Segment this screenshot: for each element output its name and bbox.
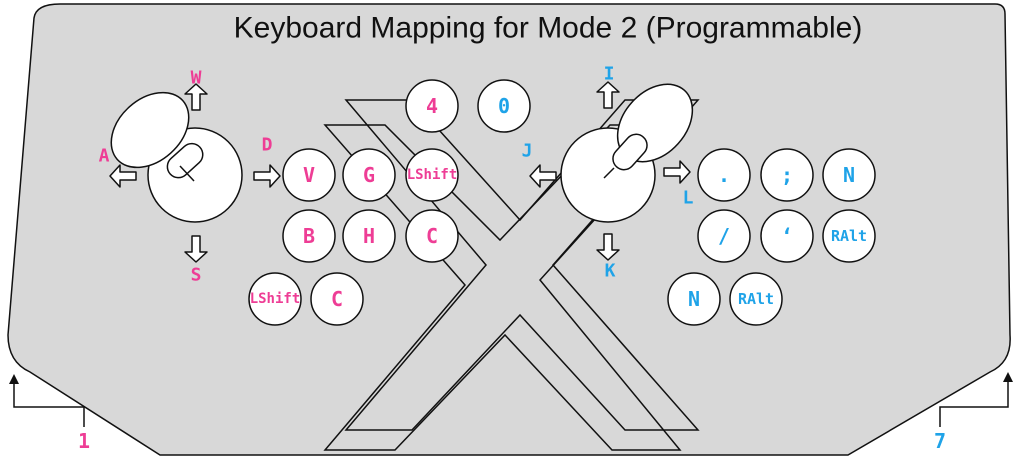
svg-text:C: C: [331, 287, 343, 311]
p2-left-arrow-icon: [529, 164, 557, 188]
p1-right-label: D: [262, 135, 273, 156]
svg-text:V: V: [303, 163, 315, 187]
svg-text:H: H: [363, 224, 375, 248]
svg-text:‘: ‘: [781, 224, 793, 248]
p2-left-label: J: [522, 141, 533, 162]
svg-text:0: 0: [498, 94, 510, 118]
player1-joystick[interactable]: [97, 78, 243, 223]
x-logo-decoration: [323, 99, 700, 451]
p1-down-arrow-icon: [184, 235, 208, 263]
p1-button-lshift-top[interactable]: LShift: [405, 148, 459, 202]
svg-text:G: G: [363, 163, 375, 187]
p1-button-v[interactable]: V: [282, 148, 336, 202]
p1-left-arrow-icon: [109, 164, 137, 188]
diagram-title: Keyboard Mapping for Mode 2 (Programmabl…: [234, 12, 863, 45]
svg-text:N: N: [688, 287, 700, 311]
player1-buttons: 4 V G LShift B H C LShift: [248, 79, 459, 326]
p2-button-quote[interactable]: ‘: [760, 209, 814, 263]
player1-callout-arrowhead: [9, 374, 19, 384]
svg-text:B: B: [303, 224, 315, 248]
svg-text:.: .: [718, 163, 730, 187]
svg-text:/: /: [718, 224, 730, 248]
svg-text:RAlt: RAlt: [831, 227, 867, 245]
p2-button-ralt-bottom[interactable]: RAlt: [729, 272, 783, 326]
svg-text:C: C: [426, 224, 438, 248]
player2-callout: 7: [934, 372, 1013, 453]
p2-up-label: I: [604, 64, 615, 85]
p1-down-label: S: [191, 265, 202, 286]
p2-down-label: K: [605, 261, 616, 282]
p1-up-arrow-icon: [184, 83, 208, 111]
svg-text:LShift: LShift: [250, 291, 301, 307]
p1-button-h[interactable]: H: [342, 209, 396, 263]
player2-callout-line: [939, 382, 1009, 427]
p1-left-label: A: [99, 146, 110, 167]
p2-button-period[interactable]: .: [697, 148, 751, 202]
p2-button-ralt-top[interactable]: RAlt: [822, 209, 876, 263]
player1-callout: 1: [9, 374, 90, 453]
player1-callout-line: [13, 384, 85, 427]
p1-button-c-top[interactable]: C: [405, 209, 459, 263]
svg-text:RAlt: RAlt: [738, 290, 774, 308]
player1-number: 1: [78, 429, 90, 453]
p1-right-arrow-icon: [253, 164, 281, 188]
p1-button-lshift-bottom[interactable]: LShift: [248, 272, 302, 326]
p2-button-n-bottom[interactable]: N: [667, 272, 721, 326]
direction-arrows: [109, 81, 691, 263]
p2-extra-button[interactable]: 0: [477, 79, 531, 133]
player2-callout-arrowhead: [1003, 372, 1013, 382]
player2-buttons: 0 . ; N / ‘ RAlt N: [477, 79, 876, 326]
p2-right-label: L: [683, 188, 694, 209]
p1-extra-button[interactable]: 4: [405, 79, 459, 133]
p1-button-g[interactable]: G: [342, 148, 396, 202]
p2-button-semicolon[interactable]: ;: [760, 148, 814, 202]
p2-button-n-top[interactable]: N: [822, 148, 876, 202]
p2-right-arrow-icon: [663, 160, 691, 184]
svg-text:N: N: [843, 163, 855, 187]
p2-button-slash[interactable]: /: [697, 209, 751, 263]
p1-up-label: W: [191, 68, 202, 89]
p1-button-c-bottom[interactable]: C: [310, 272, 364, 326]
svg-text:LShift: LShift: [407, 167, 458, 183]
player2-joystick[interactable]: [560, 70, 707, 223]
p2-up-arrow-icon: [596, 81, 620, 109]
p1-button-b[interactable]: B: [282, 209, 336, 263]
player2-number: 7: [934, 429, 946, 453]
svg-text:;: ;: [781, 163, 793, 187]
p2-down-arrow-icon: [596, 233, 620, 261]
svg-text:4: 4: [426, 94, 438, 118]
